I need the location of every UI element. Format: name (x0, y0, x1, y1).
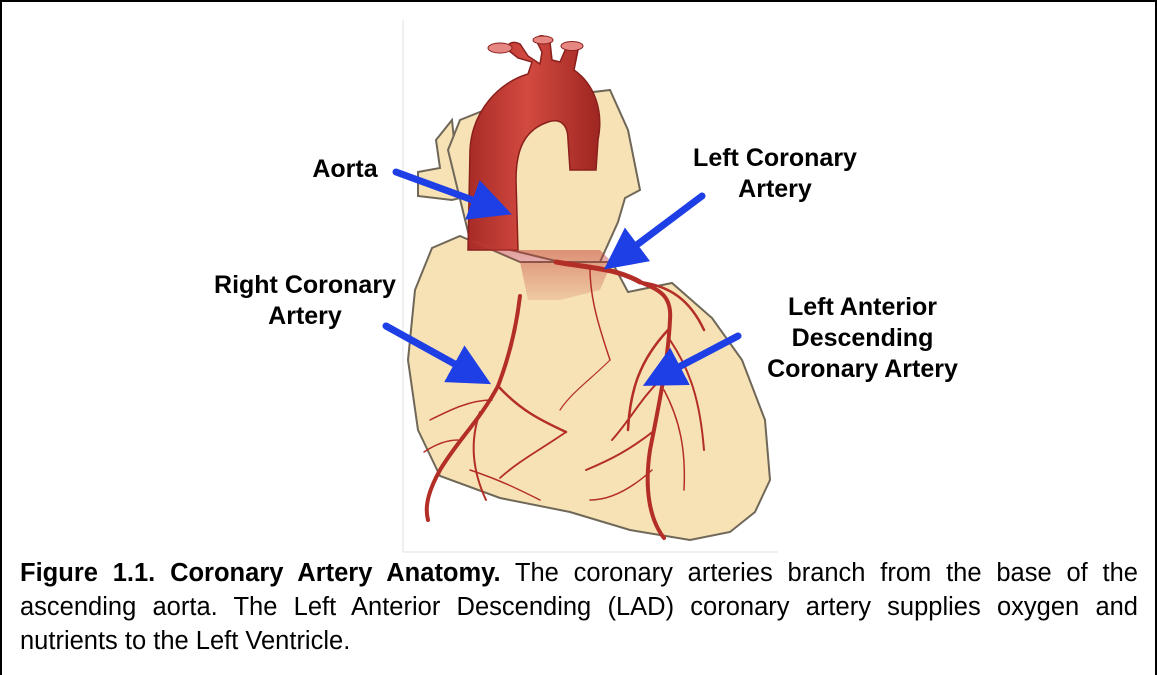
label-lad-line1: Left Anterior (735, 292, 990, 323)
arrow-left-coronary (614, 196, 702, 262)
label-aorta: Aorta (300, 154, 390, 185)
label-lad-line3: Coronary Artery (735, 354, 990, 385)
label-lca-line1: Left Coronary (660, 143, 890, 174)
label-rca-line2: Artery (185, 301, 425, 332)
aorta-branch-3 (561, 42, 583, 51)
label-lad-line2: Descending (735, 323, 990, 354)
figure-caption: Figure 1.1. Coronary Artery Anatomy. The… (20, 556, 1138, 658)
aorta-branch-2 (533, 36, 553, 44)
label-left-coronary-artery: Left Coronary Artery (660, 143, 890, 205)
caption-title: Figure 1.1. Coronary Artery Anatomy. (20, 559, 501, 587)
label-right-coronary-artery: Right Coronary Artery (185, 270, 425, 332)
label-left-anterior-descending: Left Anterior Descending Coronary Artery (735, 292, 990, 385)
label-aorta-text: Aorta (300, 154, 390, 185)
label-rca-line1: Right Coronary (185, 270, 425, 301)
label-lca-line2: Artery (660, 174, 890, 205)
aorta-branch-1 (488, 43, 512, 53)
